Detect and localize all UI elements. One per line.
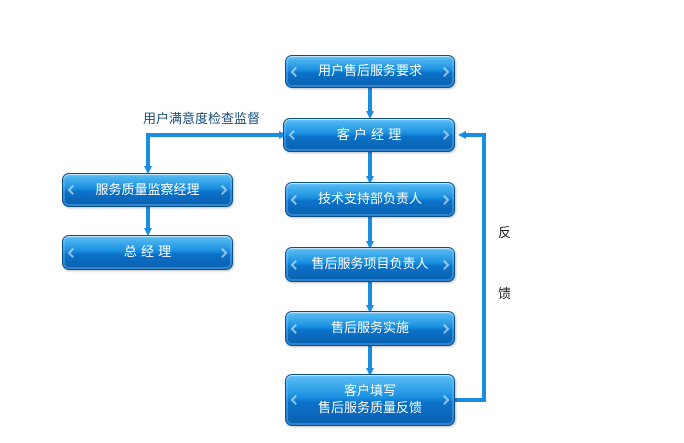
- label-feedback-a: 反: [498, 226, 512, 241]
- node-tech-label: 技术支持部负责人: [317, 192, 422, 207]
- node-request-label: 用户售后服务要求: [317, 64, 422, 79]
- node-general: 总 经 理: [62, 235, 233, 270]
- node-project-label: 售后服务项目负责人: [311, 257, 429, 272]
- label-feedback-b: 馈: [498, 287, 512, 302]
- arrow-feedback-loop: [455, 131, 486, 402]
- node-tech: 技术支持部负责人: [285, 182, 455, 217]
- node-impl: 售后服务实施: [285, 311, 455, 346]
- node-manager: 客 户 经 理: [283, 118, 455, 152]
- node-quality-label: 服务质量监察经理: [95, 182, 200, 198]
- node-feedback-label: 客户填写 售后服务质量反馈: [317, 384, 422, 416]
- node-impl-label: 售后服务实施: [330, 321, 409, 336]
- node-general-label: 总 经 理: [123, 245, 172, 260]
- node-feedback: 客户填写 售后服务质量反馈: [285, 374, 455, 426]
- node-project: 售后服务项目负责人: [285, 247, 455, 282]
- node-request: 用户售后服务要求: [285, 55, 455, 88]
- label-satisfaction: 用户满意度检查监督: [143, 112, 261, 127]
- node-quality: 服务质量监察经理: [62, 173, 233, 207]
- arrow-manager-to-quality: [144, 133, 282, 174]
- node-manager-label: 客 户 经 理: [336, 127, 402, 143]
